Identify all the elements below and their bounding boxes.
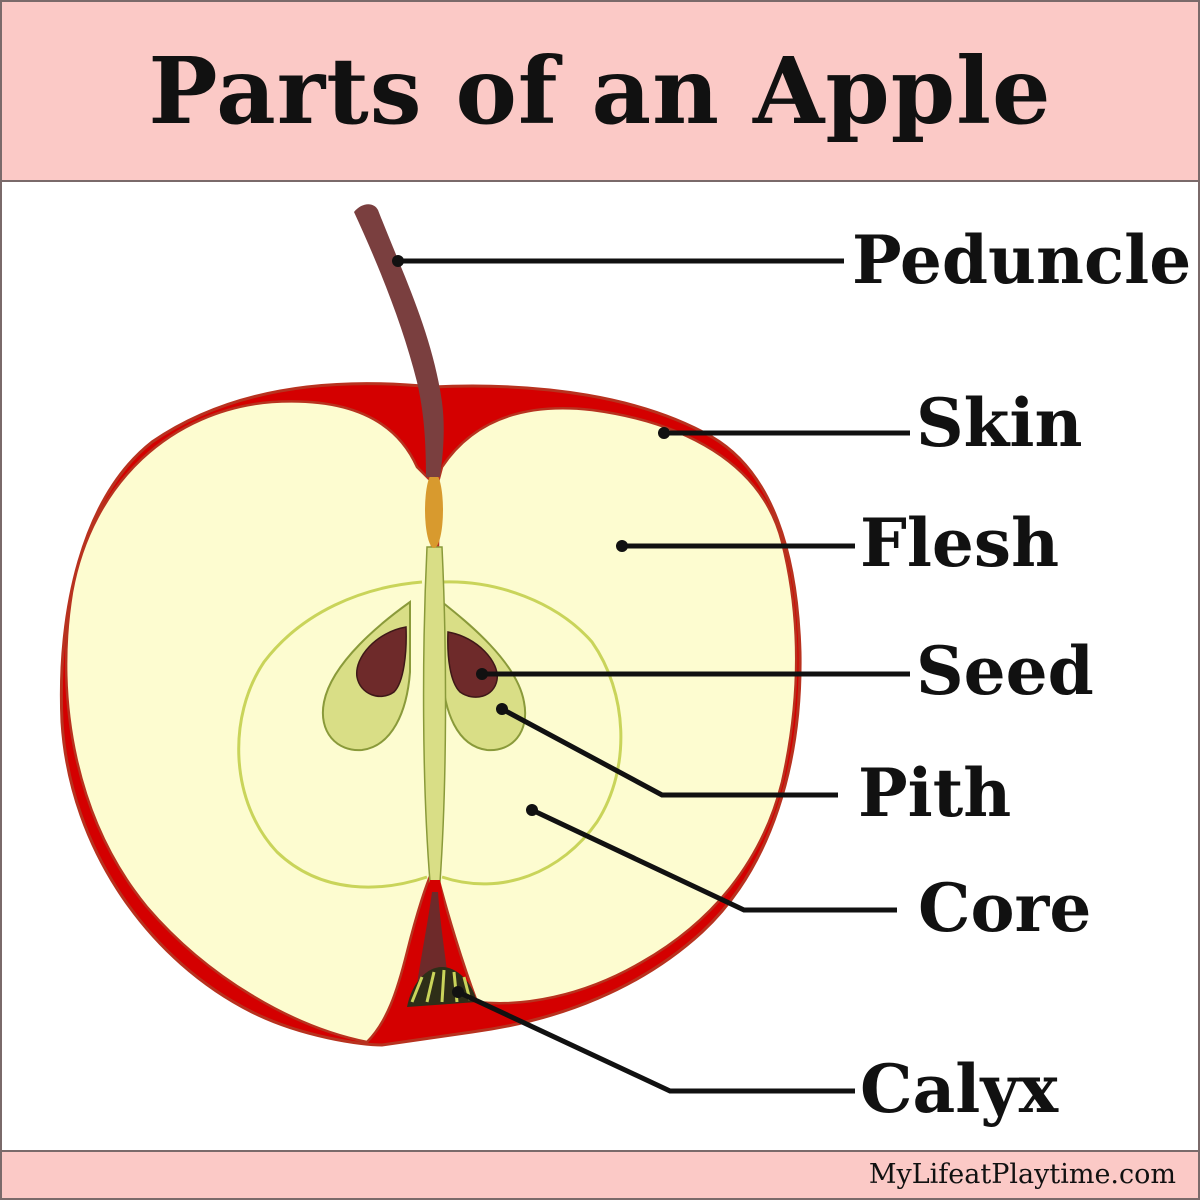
label-calyx: Calyx (860, 1050, 1059, 1128)
peduncle-stem (354, 204, 444, 477)
leader-lines (398, 258, 910, 1094)
seed-right (447, 631, 498, 698)
dot-peduncle (392, 255, 404, 267)
dot-flesh (616, 540, 628, 552)
bottom-groove-inner (416, 892, 450, 992)
stem-base (425, 472, 443, 548)
leader-pith (500, 706, 838, 798)
leader-calyx (456, 989, 855, 1094)
central-core-line (422, 546, 447, 883)
dot-core (526, 804, 538, 816)
dot-calyx (452, 986, 464, 998)
seed-left (356, 626, 407, 698)
leader-core (530, 807, 897, 913)
dot-seed (476, 668, 488, 680)
leader-dots (392, 255, 670, 998)
footer-banner: MyLifeatPlaytime.com (2, 1150, 1198, 1198)
flesh-left (64, 400, 434, 1044)
page-title: Parts of an Apple (148, 37, 1052, 145)
dot-skin (658, 427, 670, 439)
label-pith: Pith (858, 754, 1011, 832)
core-outline (237, 580, 623, 889)
site-credit: MyLifeatPlaytime.com (868, 1159, 1176, 1190)
label-skin: Skin (916, 384, 1082, 462)
title-banner: Parts of an Apple (2, 2, 1198, 182)
label-flesh: Flesh (860, 504, 1059, 582)
label-core: Core (918, 869, 1091, 947)
label-peduncle: Peduncle (852, 221, 1191, 299)
dot-pith (496, 703, 508, 715)
label-seed: Seed (916, 632, 1094, 710)
